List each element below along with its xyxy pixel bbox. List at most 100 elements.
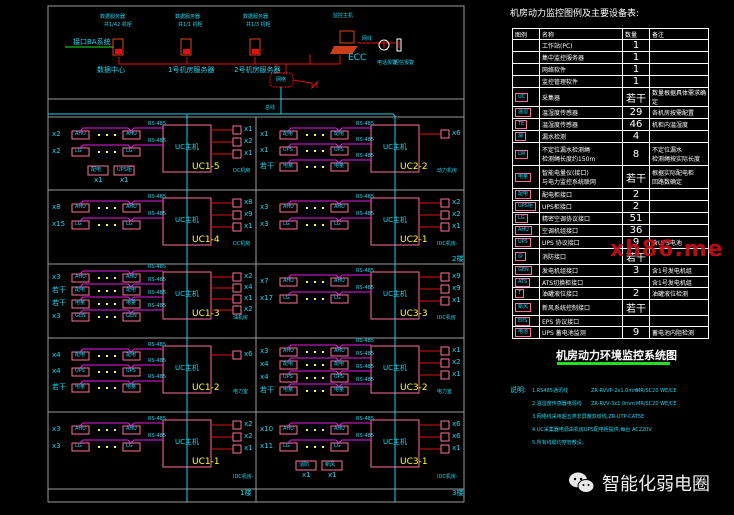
sensor-icon [232,294,242,304]
sensor-icon [232,432,242,442]
ellipsis-dot [314,429,316,431]
device-name: AHU [75,426,86,432]
device-qty: x7 [260,277,269,285]
ellipsis-dot [306,390,308,392]
uc-controller-box [162,271,212,320]
rs485-line [287,344,371,349]
sensor-icon [232,283,242,293]
sensor-qty: x6 [452,129,461,137]
device-name: UPS [283,374,293,380]
server-sub-label: 共1/3 机柜 [246,22,271,28]
sensor-icon [440,444,450,454]
legend-name: 集中监控服务器 [539,51,623,64]
legend-symbol-icon: UPS柜 [515,202,536,211]
legend-symbol: UPS柜 [512,200,540,213]
sensor-qty: x1 [244,294,253,302]
ellipsis-dot [306,134,308,136]
device-name: AHU [334,278,345,284]
uc-controller-box [162,345,212,394]
server-label: 数据服务器 [243,14,269,20]
legend-symbol-icon: LG [515,214,528,223]
device-name: 电量 [334,387,345,393]
uc-core-label: UC主机 [383,143,408,151]
rs485-line [287,143,371,148]
ellipsis-dot [314,134,316,136]
room-label: DC机房 [233,241,251,247]
device-qty: x2 [52,147,61,155]
server-to-cloud [255,63,277,74]
sensor-qty: x6 [452,432,461,440]
sensor-icon [440,284,450,294]
sensor-icon [232,125,242,135]
watermark: xh86.me [610,237,724,262]
server-bus [118,54,311,65]
device-name: UPS [283,147,293,153]
rs485-line [79,283,163,288]
ellipsis-dot [106,371,108,373]
rs485-line [79,364,163,369]
ellipsis-dot [322,390,324,392]
uc-controller-box [162,419,212,468]
legend-qty: 4 [622,130,650,143]
legend-qty: 若干 [622,299,650,316]
legend-note [649,188,709,201]
ellipsis-dot [114,387,116,389]
device-qty: x3 [260,220,269,228]
legend-symbol: GEN [512,264,540,277]
device-name: LG [283,221,290,227]
uc-core-label: UC主机 [175,290,200,298]
ellipsis-dot [98,446,100,448]
ellipsis-dot [322,446,324,448]
device-name: LG [334,295,341,301]
rs485-line [287,159,371,164]
sensor-qty: x1 [452,370,461,378]
sensor-qty: x2 [452,358,461,366]
rs485-line [79,144,163,149]
device-name: 电量 [75,300,86,306]
device-name: 配电 [126,287,137,293]
device-name: 配电 [126,352,137,358]
device-name: UPS柜 [117,167,132,173]
sensor-icon [440,210,450,220]
device-name: 电量 [334,163,345,169]
device-qty: x4 [52,351,61,359]
legend-symbol: TE [512,118,540,131]
ellipsis-dot [98,371,100,373]
ba-interface-label: 接口BA系统 [73,38,111,46]
rs485-label: RS-485 [148,121,166,127]
sensor-qty: x1 [452,222,461,230]
legend-note: 各机房按需配置 [649,106,709,119]
rs485-label: RS-485 [148,358,166,364]
ellipsis-dot [306,207,308,209]
ellipsis-dot [322,377,324,379]
legend-symbol-icon: UPS [515,238,531,247]
rs485-line [287,217,371,222]
legend-qty: 29 [622,106,650,119]
ellipsis-dot [314,281,316,283]
device-qty: x2 [52,130,61,138]
sensor-icon [232,149,242,159]
sensor-icon [232,222,242,232]
device-box [321,460,343,471]
rs485-line [287,422,371,427]
ellipsis-dot [98,277,100,279]
legend-note: 数量根据具体需求确定 [649,87,709,107]
device-qty: x3 [260,203,269,211]
sensor-icon [232,198,242,208]
device-name: LG [334,443,341,449]
device-name: AHU [75,274,86,280]
sensor-icon [440,296,450,306]
ellipsis-dot [98,207,100,209]
uc-id-label: UC1-2 [192,383,220,393]
legend-symbol-icon: 电池 [515,328,532,337]
device-name: 配电 [75,352,86,358]
device-qty: x1 [94,176,103,184]
rs485-label: RS-485 [148,416,166,422]
rs485-label: RS-485 [356,285,374,291]
legend-note: 油罐液位检测 [649,287,709,300]
rs485-line [79,422,163,427]
device-name: 配电 [91,167,102,173]
